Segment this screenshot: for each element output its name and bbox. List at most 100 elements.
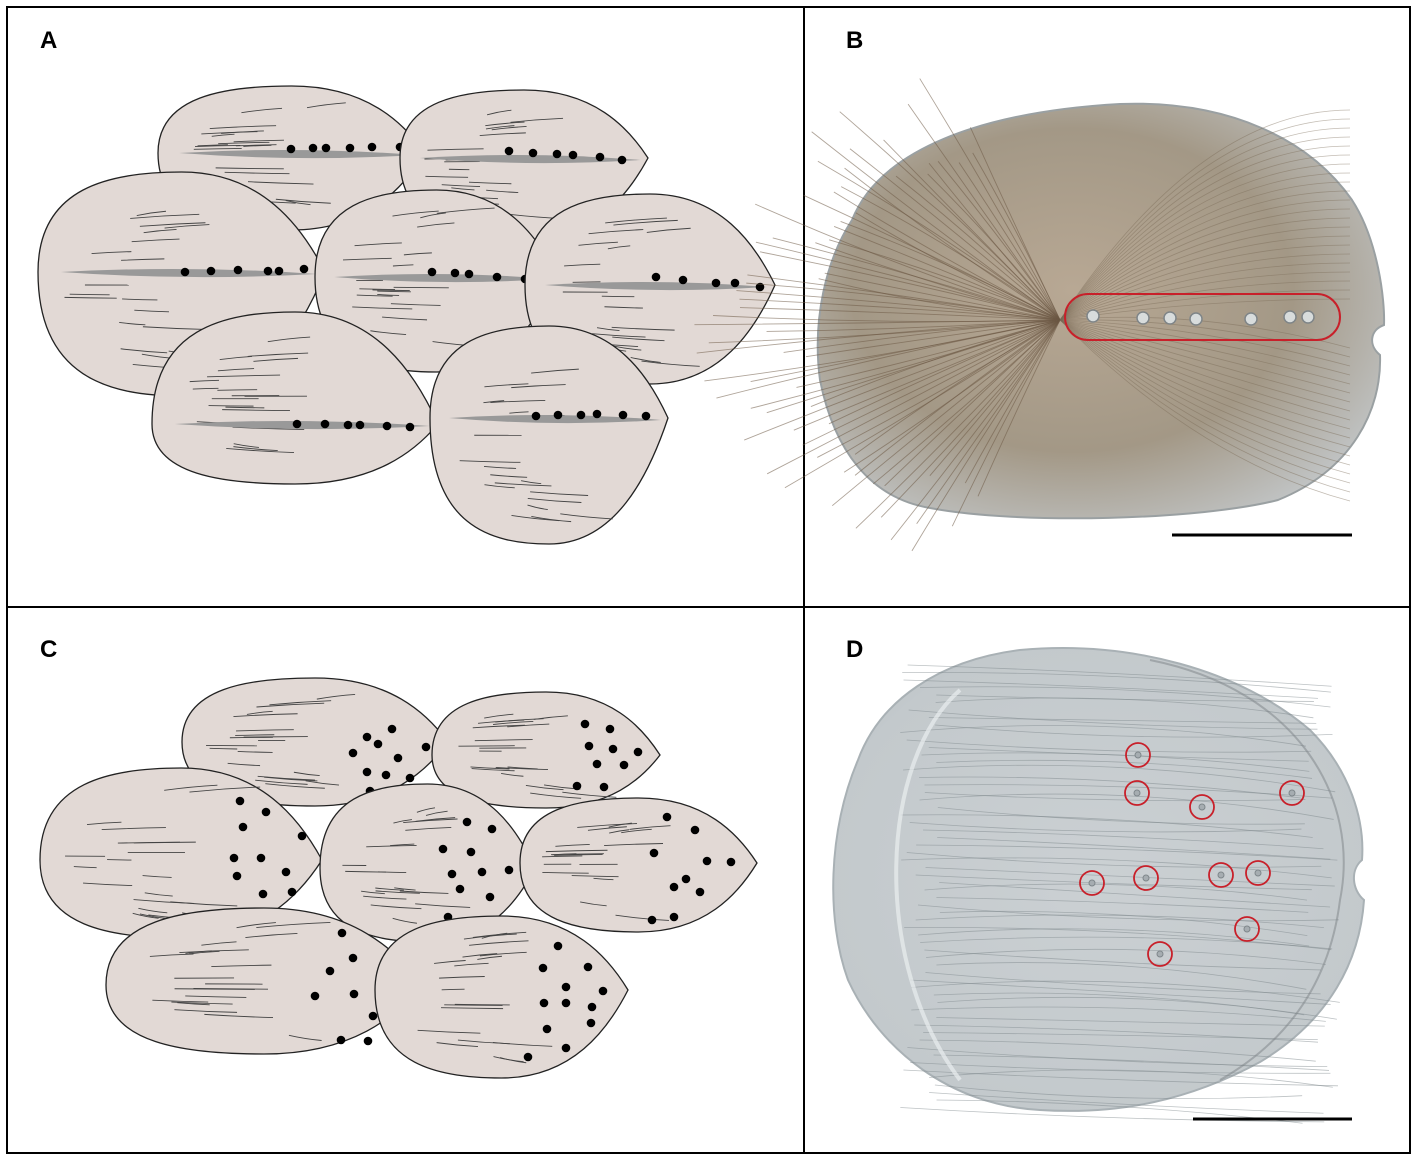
pore — [1198, 803, 1206, 811]
pore — [1244, 312, 1258, 326]
scale-photo-b — [816, 102, 1386, 520]
ridge-line — [964, 319, 1061, 484]
pore — [1283, 310, 1297, 324]
ridge-line — [766, 319, 1061, 475]
ridge-line — [903, 679, 1318, 699]
ridge-line — [929, 319, 1061, 476]
growth-line — [469, 940, 529, 946]
ridge-line — [793, 319, 1061, 431]
ridge-line — [901, 857, 1332, 879]
scale-outline — [374, 915, 629, 1079]
growth-line — [629, 825, 671, 830]
pore — [345, 143, 355, 153]
pore — [531, 411, 541, 421]
ridge-line — [919, 793, 1334, 820]
ridge-line — [736, 290, 1061, 321]
ridge-line — [900, 725, 1307, 747]
growth-line — [131, 238, 180, 243]
pore — [1136, 311, 1150, 325]
growth-line — [490, 399, 546, 403]
pore — [427, 267, 437, 277]
pore — [405, 773, 415, 783]
pore — [281, 867, 291, 877]
pore — [576, 410, 586, 420]
growth-line — [164, 224, 210, 229]
scale-rim — [1149, 659, 1345, 1081]
ridge-line — [783, 319, 1061, 353]
ridge-line — [923, 829, 1324, 850]
growth-line — [530, 792, 582, 799]
growth-line — [530, 491, 589, 496]
growth-line — [621, 828, 652, 834]
pore — [730, 278, 740, 288]
pore — [438, 844, 448, 854]
ridge-line — [911, 1006, 1326, 1022]
pore — [297, 831, 307, 841]
ridge-line — [1059, 319, 1351, 502]
pore — [299, 264, 309, 274]
pore — [553, 941, 563, 951]
panel-a-illustration — [37, 85, 776, 545]
ridge-line — [937, 837, 1331, 860]
ridge-line — [915, 874, 1312, 891]
pore — [538, 963, 548, 973]
ridge-line — [746, 282, 1061, 321]
ridge-line — [907, 1047, 1328, 1067]
ridge-line — [1059, 199, 1351, 321]
growth-line — [247, 352, 309, 357]
scale — [429, 325, 669, 545]
panel-label-c: C — [40, 636, 58, 663]
growth-line — [493, 720, 534, 725]
growth-line — [511, 384, 566, 389]
growth-line — [403, 252, 432, 256]
growth-line — [527, 497, 582, 503]
growth-line — [588, 229, 644, 235]
ridge-line — [739, 298, 1061, 321]
growth-line — [390, 843, 415, 847]
ridge-line — [935, 724, 1333, 738]
growth-line — [483, 466, 517, 469]
pore — [492, 272, 502, 282]
ridge-line — [1059, 319, 1351, 448]
growth-line — [235, 734, 275, 736]
pore — [681, 874, 691, 884]
lateral-line-canal — [174, 420, 430, 430]
growth-line — [345, 870, 386, 873]
ridge-line — [772, 237, 1061, 321]
ridge-line — [929, 1069, 1333, 1088]
scale — [314, 189, 559, 373]
growth-line — [392, 264, 414, 267]
ridge-line — [1059, 319, 1351, 421]
ridge-line — [935, 697, 1314, 719]
pore — [485, 892, 495, 902]
growth-line — [494, 482, 552, 487]
growth-line — [479, 132, 526, 137]
panel-b-photo — [694, 78, 1386, 552]
ridge-line — [911, 980, 1340, 1003]
pore — [325, 966, 335, 976]
pore — [235, 796, 245, 806]
growth-line — [417, 1029, 481, 1034]
pore — [572, 781, 582, 791]
growth-line — [485, 121, 525, 127]
pore — [568, 150, 578, 160]
growth-line — [224, 171, 290, 175]
growth-line — [293, 771, 320, 777]
pore — [229, 853, 239, 863]
growth-line — [352, 306, 413, 310]
growth-line — [257, 775, 315, 781]
pore — [382, 421, 392, 431]
pore — [649, 848, 659, 858]
pore — [595, 152, 605, 162]
growth-line — [436, 1042, 479, 1048]
pore — [308, 143, 318, 153]
pore — [349, 989, 359, 999]
growth-line — [179, 949, 249, 953]
figure-frame — [6, 6, 1411, 1154]
growth-line — [587, 826, 627, 831]
growth-line — [142, 326, 206, 330]
pore — [455, 884, 465, 894]
growth-line — [218, 141, 270, 145]
